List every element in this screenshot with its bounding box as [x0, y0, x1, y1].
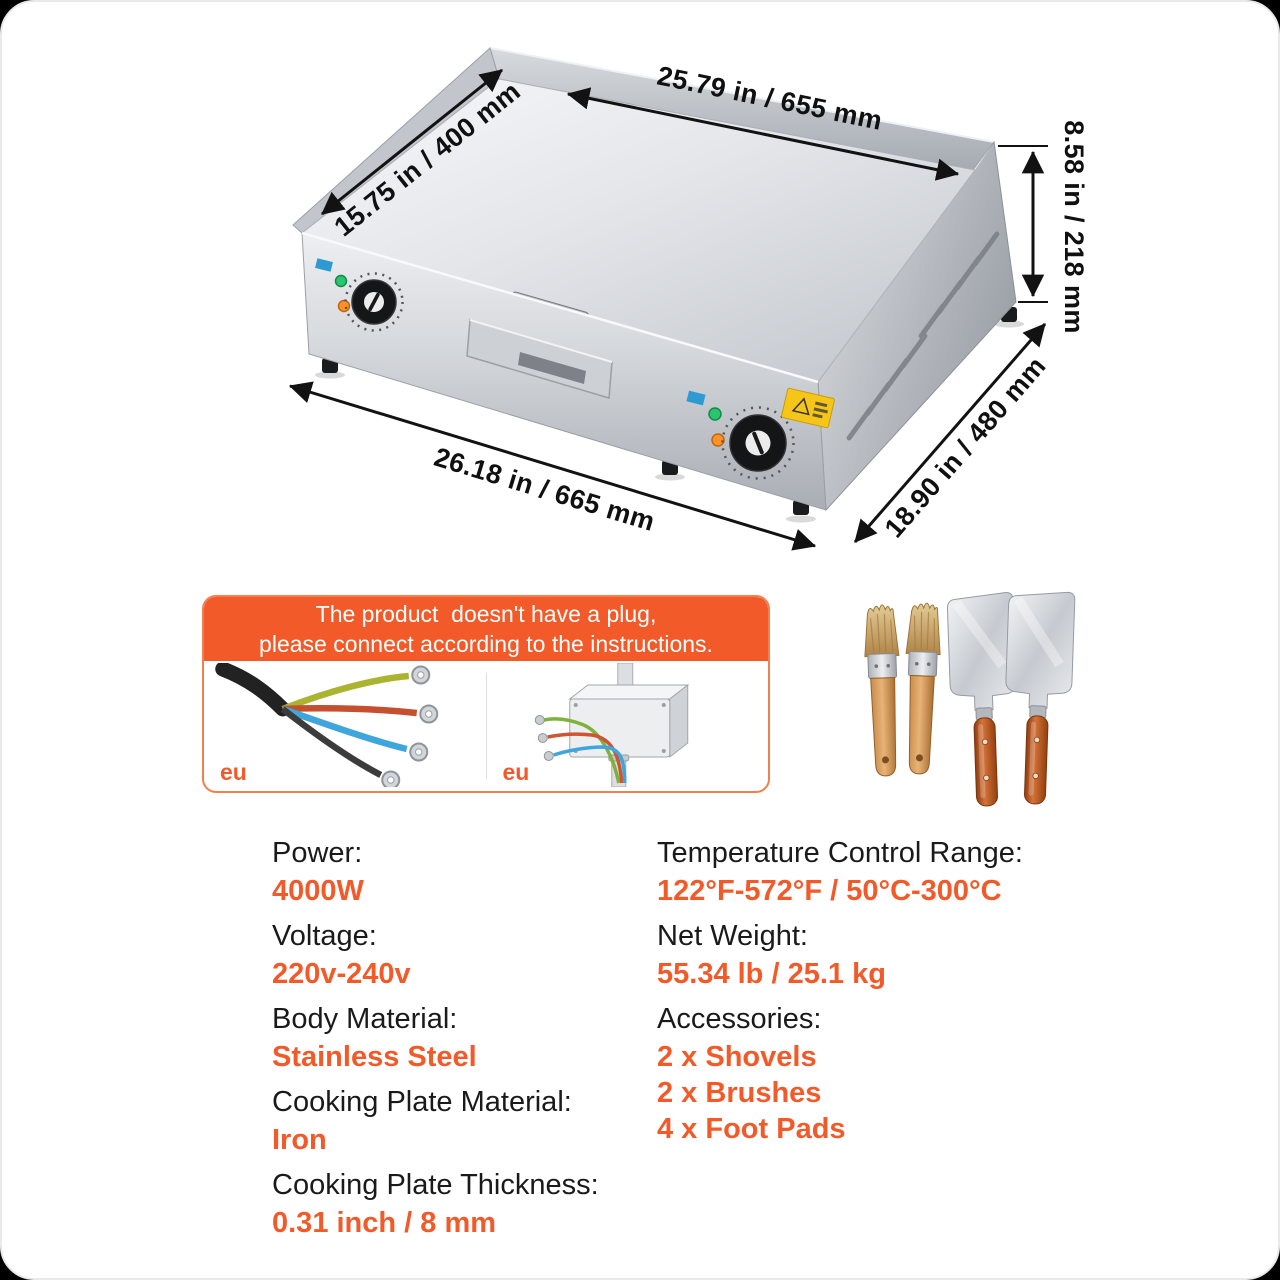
temperature-knob-left	[344, 272, 404, 332]
spec-label: Cooking Plate Material:	[272, 1086, 572, 1118]
spec-list: Power: 4000W Voltage: 220v-240v Body Mat…	[272, 836, 1217, 1251]
spec-net-weight: Net Weight: 55.34 lb / 25.1 kg	[657, 919, 1217, 992]
spec-label: Accessories:	[657, 1003, 822, 1035]
spec-col-right: Temperature Control Range: 122°F-572°F /…	[657, 836, 1217, 1251]
shovel-2	[1002, 590, 1075, 805]
eu-caption-left: eu	[220, 759, 247, 785]
eu-caption-right: eu	[502, 759, 530, 785]
spec-voltage: Voltage: 220v-240v	[272, 919, 657, 992]
spec-label: Net Weight:	[657, 920, 808, 952]
indicator-green-left	[334, 274, 348, 288]
spec-value: 220v-240v	[272, 958, 411, 990]
dim-line-plate-width	[566, 87, 960, 181]
tray-handle	[518, 352, 586, 384]
spec-label: Body Material:	[272, 1003, 458, 1035]
notice-line-2: please connect according to the instruct…	[259, 631, 713, 657]
junction-box-illustration	[534, 663, 689, 787]
notice-divider	[485, 673, 487, 779]
griddle-body	[292, 47, 1024, 523]
spec-label: Power:	[272, 837, 363, 869]
spec-label: Temperature Control Range:	[657, 837, 1023, 869]
plug-notice-header: The product doesn't have a plug, please …	[204, 597, 768, 661]
power-label-left	[315, 258, 333, 272]
spec-plate-thickness: Cooking Plate Thickness: 0.31 inch / 8 m…	[272, 1168, 657, 1241]
dim-line-body-depth	[853, 323, 1047, 543]
grease-tray	[466, 319, 613, 399]
spec-value: 0.31 inch / 8 mm	[272, 1207, 497, 1239]
spec-value: 2 x Brushes	[657, 1077, 822, 1109]
indicator-orange-left	[337, 299, 351, 313]
spec-value: 122°F-572°F / 50°C-300°C	[657, 875, 1002, 907]
control-panel-left	[315, 258, 404, 332]
spec-temp-range: Temperature Control Range: 122°F-572°F /…	[657, 836, 1217, 909]
spec-value: 2 x Shovels	[657, 1041, 817, 1073]
spec-value: Stainless Steel	[272, 1041, 477, 1073]
dim-label-height: 8.58 in / 218 mm	[1059, 120, 1089, 334]
spec-power: Power: 4000W	[272, 836, 657, 909]
junction-box-panel: eu	[487, 661, 769, 791]
spec-value: Iron	[272, 1124, 327, 1156]
spec-accessories: Accessories: 2 x Shovels 2 x Brushes 4 x…	[657, 1002, 1217, 1147]
plug-notice-body: eu	[204, 661, 768, 791]
brush-2	[901, 601, 943, 776]
indicator-orange-right	[711, 433, 725, 447]
plug-notice-card: The product doesn't have a plug, please …	[202, 595, 770, 793]
notice-line-1: The product doesn't have a plug,	[315, 601, 657, 627]
spec-col-left: Power: 4000W Voltage: 220v-240v Body Mat…	[272, 836, 657, 1251]
dimension-lines	[288, 68, 1048, 551]
indicator-green-right	[708, 407, 722, 421]
spec-value: 4 x Foot Pads	[657, 1113, 846, 1145]
brush-1	[862, 603, 904, 778]
wiring-terminals-panel: eu	[204, 661, 486, 791]
spec-value: 4000W	[272, 875, 364, 907]
ring-terminals	[381, 665, 439, 787]
accessories-illustration	[862, 580, 1280, 825]
spec-plate-material: Cooking Plate Material: Iron	[272, 1085, 657, 1158]
dim-line-plate-depth	[321, 68, 503, 216]
dim-line-body-width	[288, 381, 817, 551]
spec-label: Voltage:	[272, 920, 377, 952]
spec-value: 55.34 lb / 25.1 kg	[657, 958, 886, 990]
spec-body-material: Body Material: Stainless Steel	[272, 1002, 657, 1075]
spec-label: Cooking Plate Thickness:	[272, 1169, 599, 1201]
griddle-dimension-diagram: 15.75 in / 400 mm 25.79 in / 655 mm 8.58…	[288, 47, 1089, 551]
wire-terminals-illustration	[215, 663, 439, 787]
